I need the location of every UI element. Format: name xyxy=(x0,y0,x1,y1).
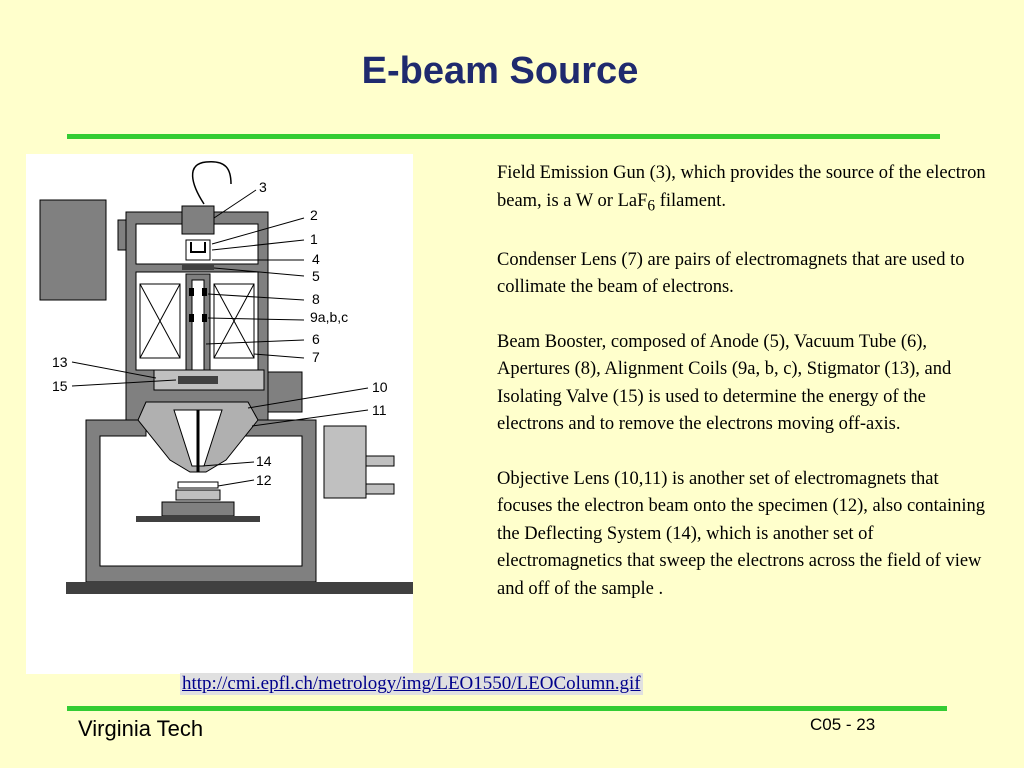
leader-lines xyxy=(71,189,369,487)
description-text: Field Emission Gun (3), which provides t… xyxy=(497,160,992,630)
label-7: 7 xyxy=(312,349,320,365)
footer-divider xyxy=(67,706,947,711)
label-10: 10 xyxy=(372,379,388,395)
footer-institution: Virginia Tech xyxy=(78,716,204,741)
gun-cable xyxy=(191,161,232,205)
paragraph-beam-booster: Beam Booster, composed of Anode (5), Vac… xyxy=(497,331,952,435)
sem-column-svg: 3 2 1 4 5 8 9a,b,c 6 7 13 15 10 11 14 12 xyxy=(39,161,413,594)
field-emission-gun xyxy=(181,205,215,235)
label-8: 8 xyxy=(312,291,320,307)
title-divider xyxy=(67,134,940,139)
label-6: 6 xyxy=(312,331,320,347)
label-1: 1 xyxy=(310,231,318,247)
label-15: 15 xyxy=(52,378,68,394)
label-3: 3 xyxy=(259,179,267,195)
label-5: 5 xyxy=(312,268,320,284)
side-port xyxy=(267,371,303,413)
label-4: 4 xyxy=(312,251,320,267)
source-link[interactable]: http://cmi.epfl.ch/metrology/img/LEO1550… xyxy=(180,673,643,695)
sem-column-diagram: 3 2 1 4 5 8 9a,b,c 6 7 13 15 10 11 14 12 xyxy=(26,154,413,674)
label-9abc: 9a,b,c xyxy=(310,309,348,325)
specimen-stage xyxy=(161,501,235,517)
paragraph-field-emission-gun: Field Emission Gun (3), which provides t… xyxy=(497,163,986,215)
specimen xyxy=(177,481,219,489)
paragraph-condenser-lens: Condenser Lens (7) are pairs of electrom… xyxy=(497,249,965,298)
pump-box xyxy=(39,199,107,301)
label-2: 2 xyxy=(310,207,318,223)
label-11: 11 xyxy=(372,402,387,418)
label-12: 12 xyxy=(256,472,272,488)
slide-title: E-beam Source xyxy=(361,50,639,92)
slide-number: C05 - 23 xyxy=(810,715,876,734)
label-14: 14 xyxy=(256,453,272,469)
base-plate xyxy=(66,582,413,594)
label-13: 13 xyxy=(52,354,68,370)
paragraph-objective-lens: Objective Lens (10,11) is another set of… xyxy=(497,468,986,599)
feedthrough xyxy=(323,425,367,499)
